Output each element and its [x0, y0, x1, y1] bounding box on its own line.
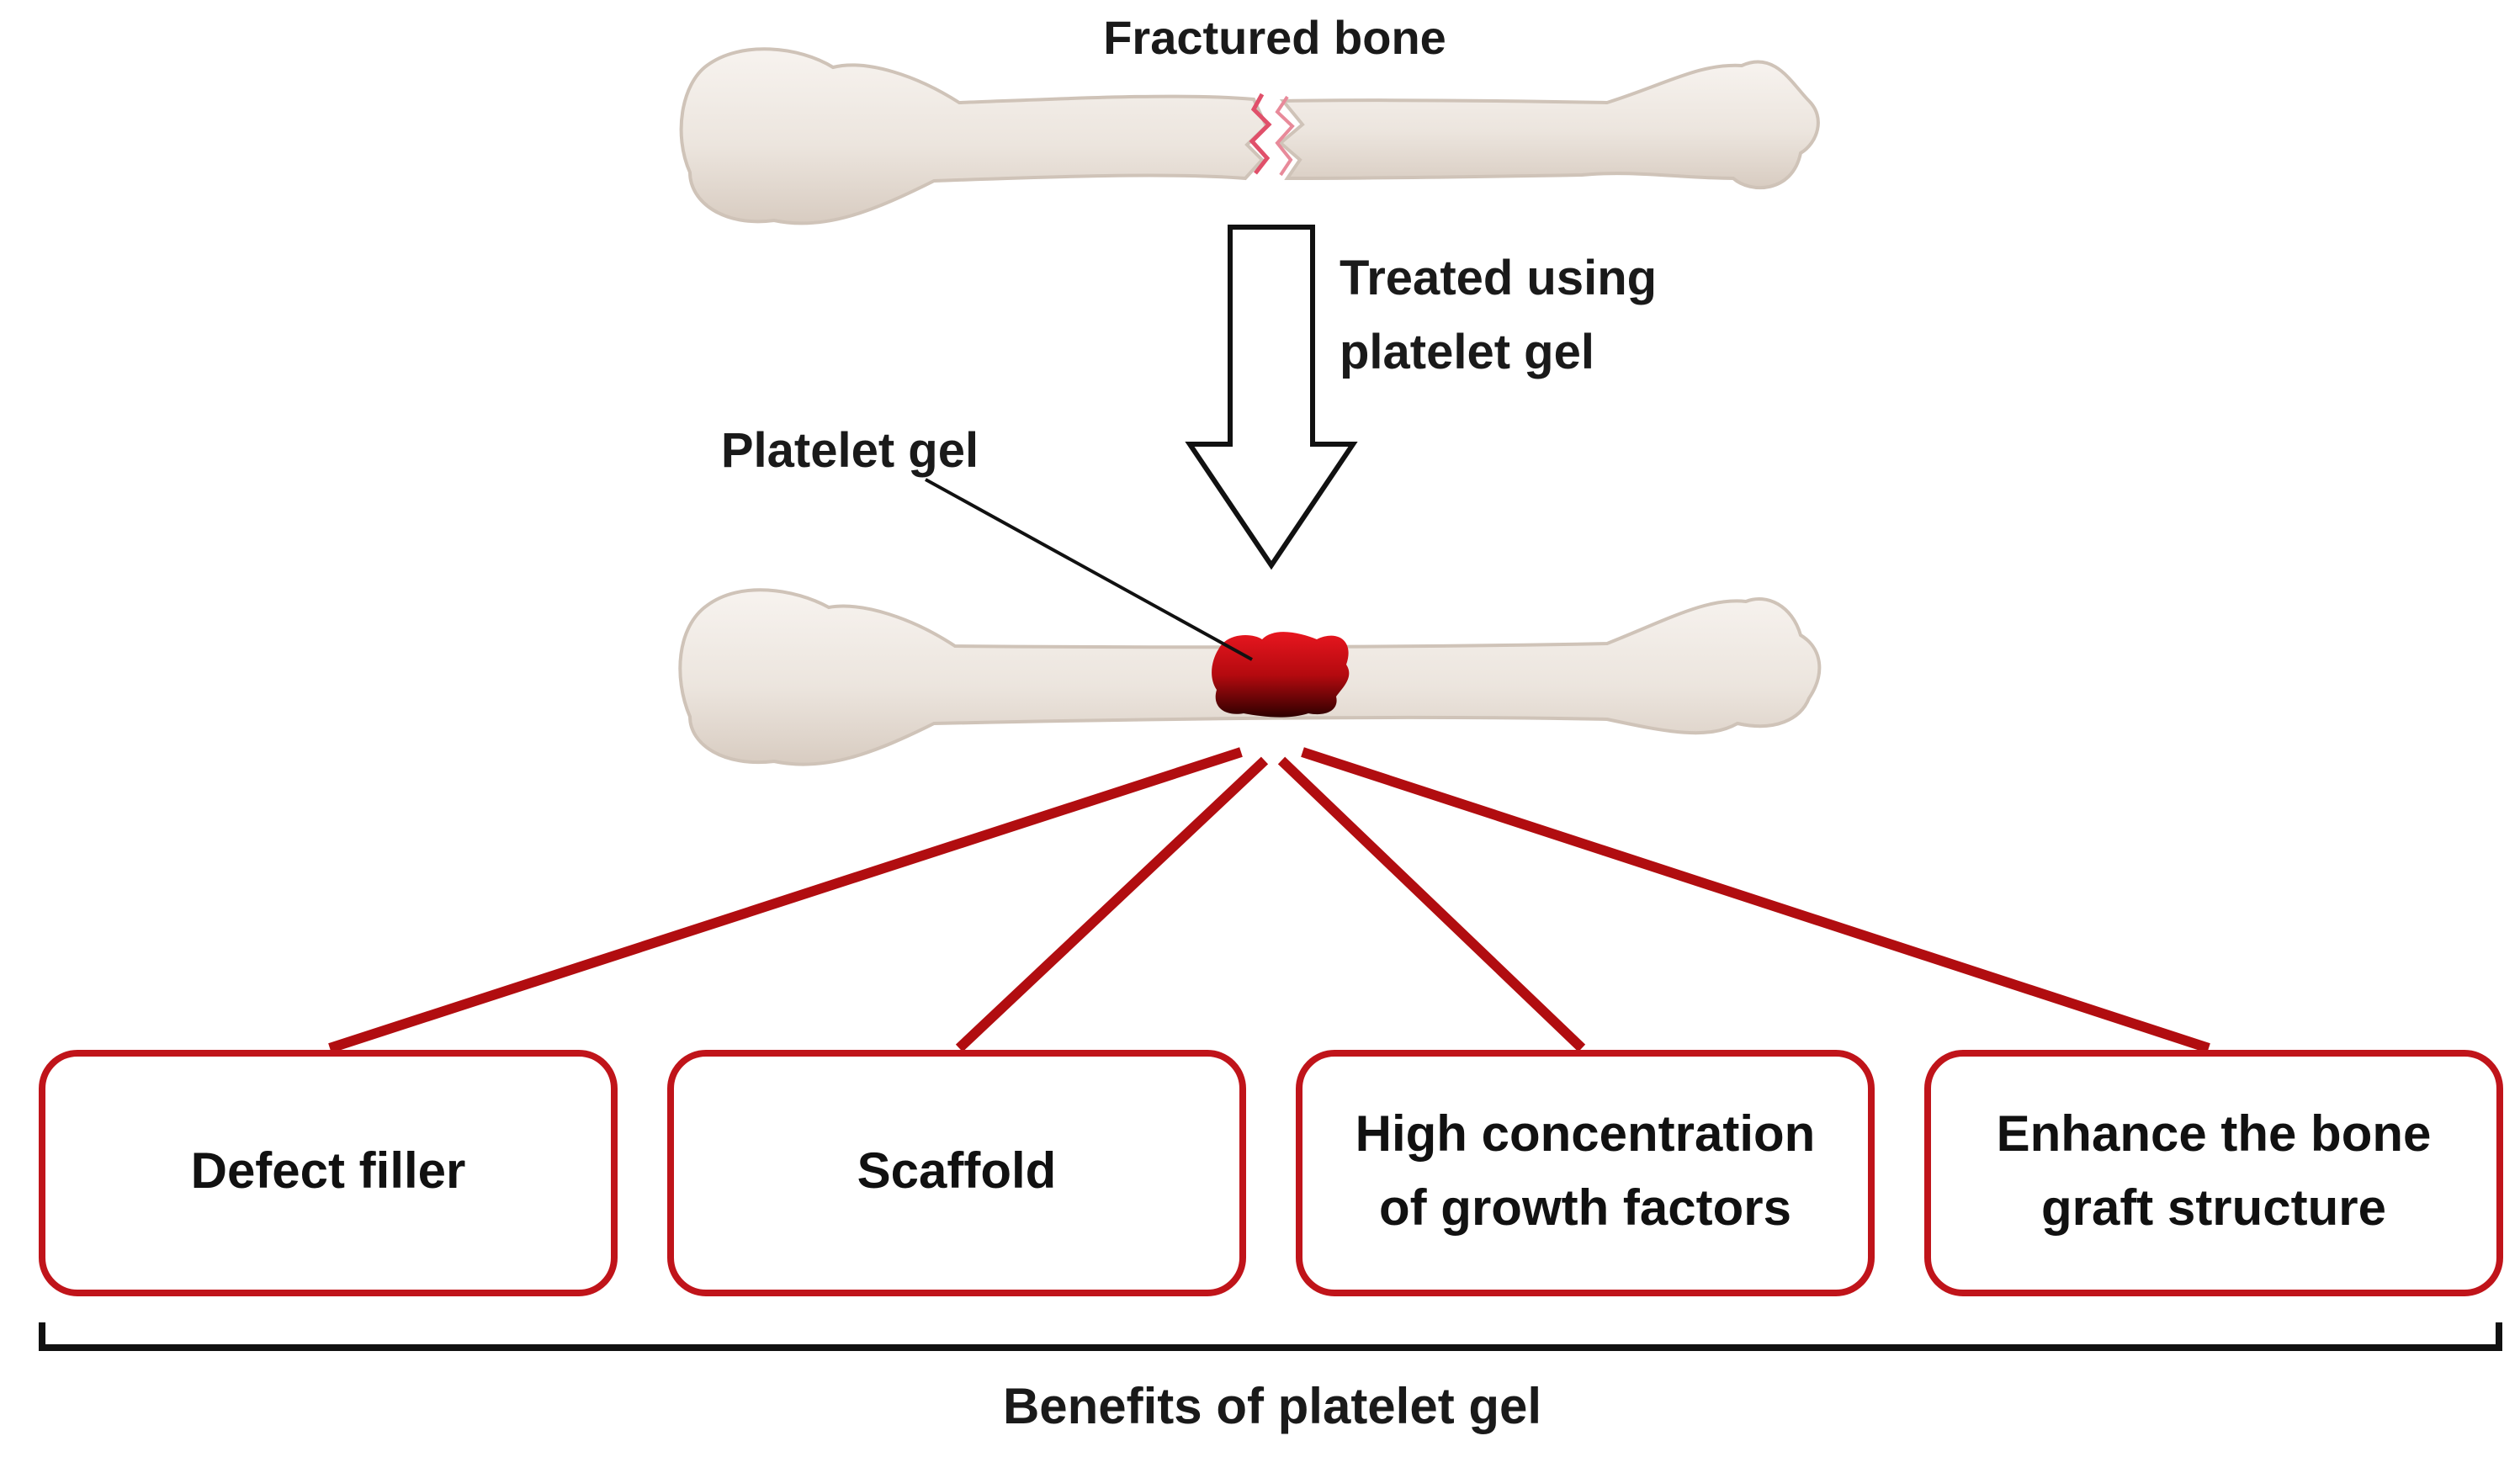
fracture-line: [1249, 93, 1272, 175]
benefit-text-line2: graft structure: [2041, 1179, 2386, 1236]
bracket-shape: [39, 1322, 2502, 1351]
fracture-line-2: [1275, 95, 1295, 177]
connector-defect-filler: [328, 747, 1243, 1053]
connector-growth-factors: [1277, 756, 1586, 1052]
arrow-label-line2: platelet gel: [1340, 325, 1594, 379]
connectors: [328, 747, 2210, 1053]
benefit-box-defect-filler: Defect filler: [39, 1050, 618, 1296]
benefit-box-scaffold: Scaffold: [667, 1050, 1246, 1296]
gel-pointer-line: [925, 478, 1253, 661]
treatment-arrow: Treated using platelet gel: [1185, 225, 1657, 570]
connector-scaffold: [955, 756, 1269, 1052]
connector-bone-graft: [1301, 747, 2210, 1053]
benefit-box-growth-factors: High concentration of growth factors: [1296, 1050, 1875, 1296]
treated-bone: Platelet gel: [678, 423, 1822, 766]
benefit-box-bone-graft: Enhance the bone graft structure: [1924, 1050, 2503, 1296]
benefit-text-line1: High concentration: [1355, 1105, 1816, 1162]
benefits-bracket: Benefits of platelet gel: [39, 1322, 2502, 1434]
bone-left-half: [679, 47, 1269, 225]
bone-right-half: [1277, 60, 1820, 189]
platelet-gel-blob: [1212, 632, 1350, 718]
benefit-text-line1: Defect filler: [191, 1142, 466, 1199]
benefit-boxes: Defect filler Scaffold High concentratio…: [39, 1050, 2503, 1296]
benefit-text-line1: Scaffold: [857, 1142, 1057, 1199]
gel-label: Platelet gel: [721, 423, 979, 478]
fractured-bone: Fractured bone: [679, 11, 1820, 225]
arrow-label-line1: Treated using: [1340, 251, 1657, 305]
hollow-down-arrow: [1185, 225, 1358, 570]
bracket-label: Benefits of platelet gel: [1003, 1378, 1541, 1434]
benefit-text-line2: of growth factors: [1379, 1179, 1791, 1236]
fractured-bone-label: Fractured bone: [1103, 11, 1446, 64]
benefit-text-line1: Enhance the bone: [1997, 1105, 2432, 1162]
